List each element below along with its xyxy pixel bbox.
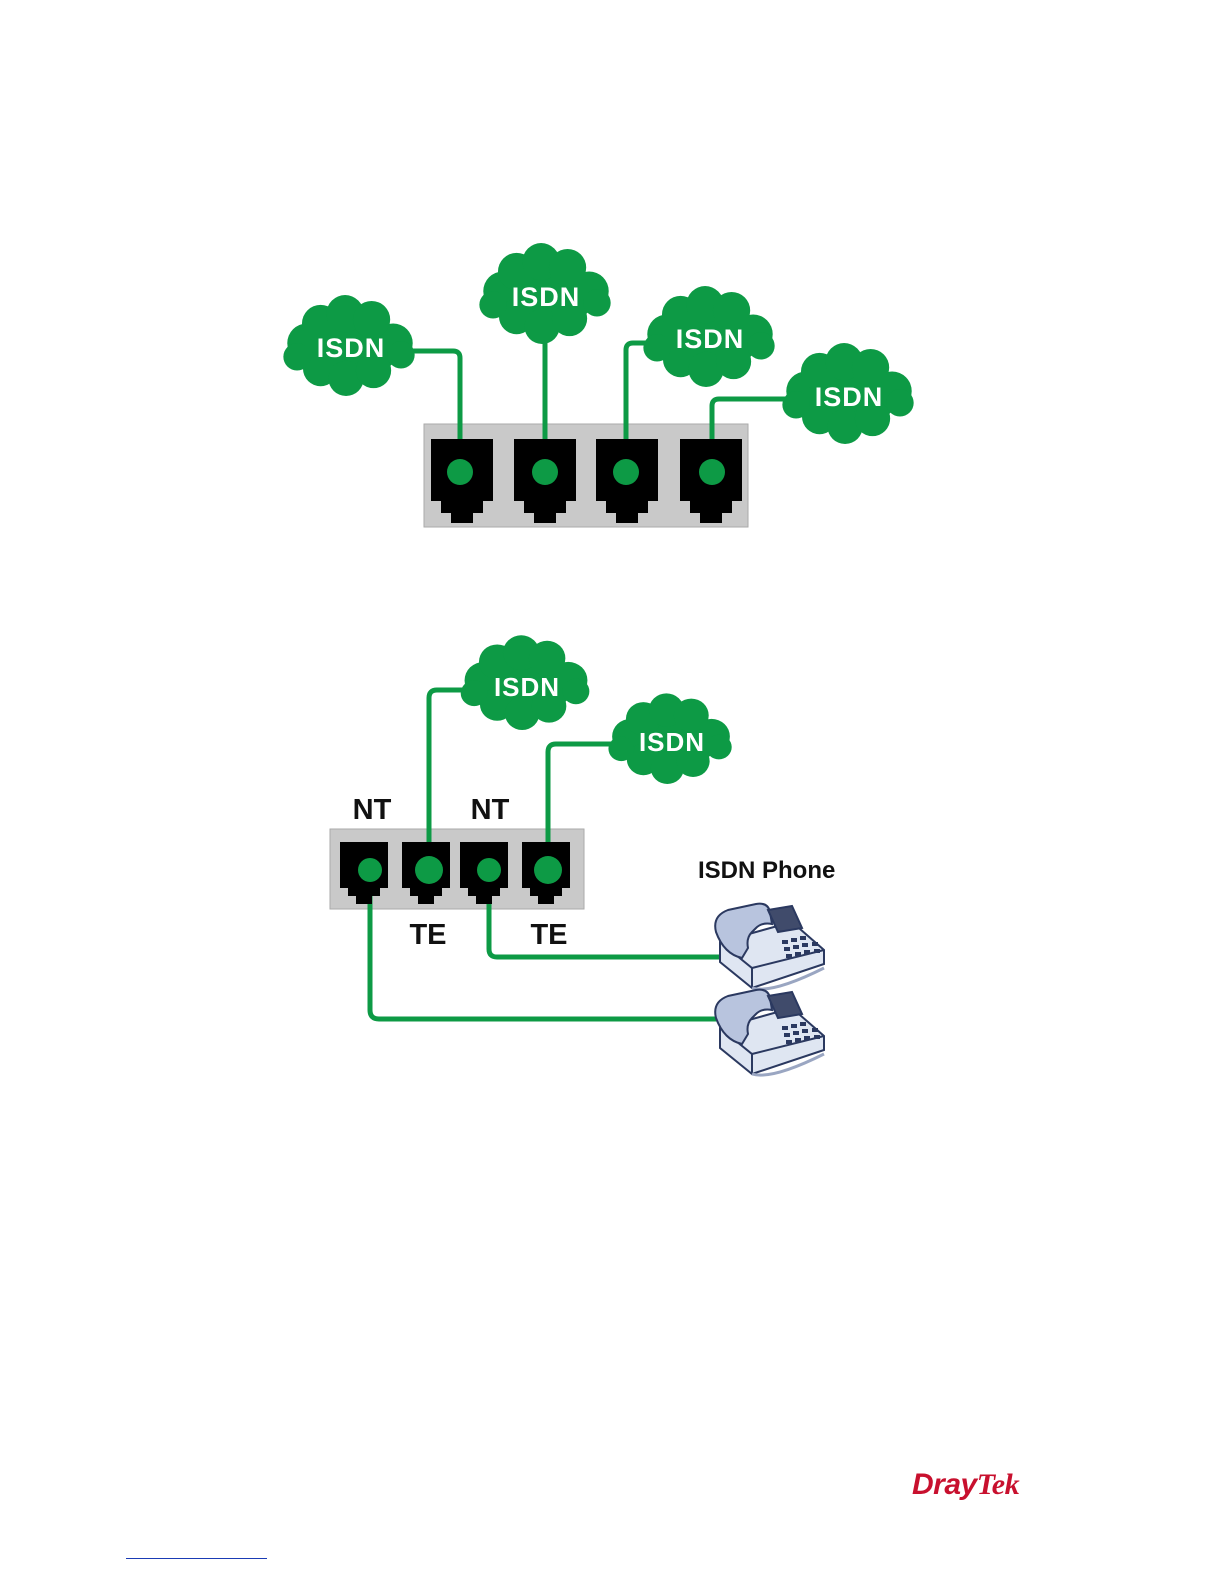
- diagram-four-isdn-lines: ISDN ISDN ISDN ISDN: [283, 243, 913, 527]
- isdn-phone-1-icon: [715, 904, 824, 989]
- te-port-2-plug: [534, 856, 562, 884]
- cloud-3-label: ISDN: [676, 324, 745, 354]
- draytek-logo: DrayTek: [912, 1468, 1052, 1512]
- cloud-1-label: ISDN: [317, 333, 386, 363]
- port-3-plug: [613, 459, 639, 485]
- cloud-6-label: ISDN: [639, 727, 705, 757]
- port-2-plug: [532, 459, 558, 485]
- te-label-2: TE: [530, 919, 567, 951]
- cloud-4-label: ISDN: [815, 382, 884, 412]
- diagram-nt-te-phones: NT NT TE TE ISDN ISDN ISDN Phone: [330, 635, 835, 1075]
- te-port-1-plug: [415, 856, 443, 884]
- cloud-5-label: ISDN: [494, 672, 560, 702]
- footer-rule: [126, 1558, 267, 1559]
- isdn-phone-label: ISDN Phone: [698, 857, 835, 884]
- port-4-plug: [699, 459, 725, 485]
- port-1-plug: [447, 459, 473, 485]
- te-label-1: TE: [409, 919, 446, 951]
- cloud-2-label: ISDN: [512, 282, 581, 312]
- nt-port-2-plug: [477, 858, 501, 882]
- nt-port-1-plug: [358, 858, 382, 882]
- nt-label-1: NT: [353, 794, 392, 826]
- isdn-phone-2-icon: [715, 990, 824, 1075]
- nt-label-2: NT: [471, 794, 510, 826]
